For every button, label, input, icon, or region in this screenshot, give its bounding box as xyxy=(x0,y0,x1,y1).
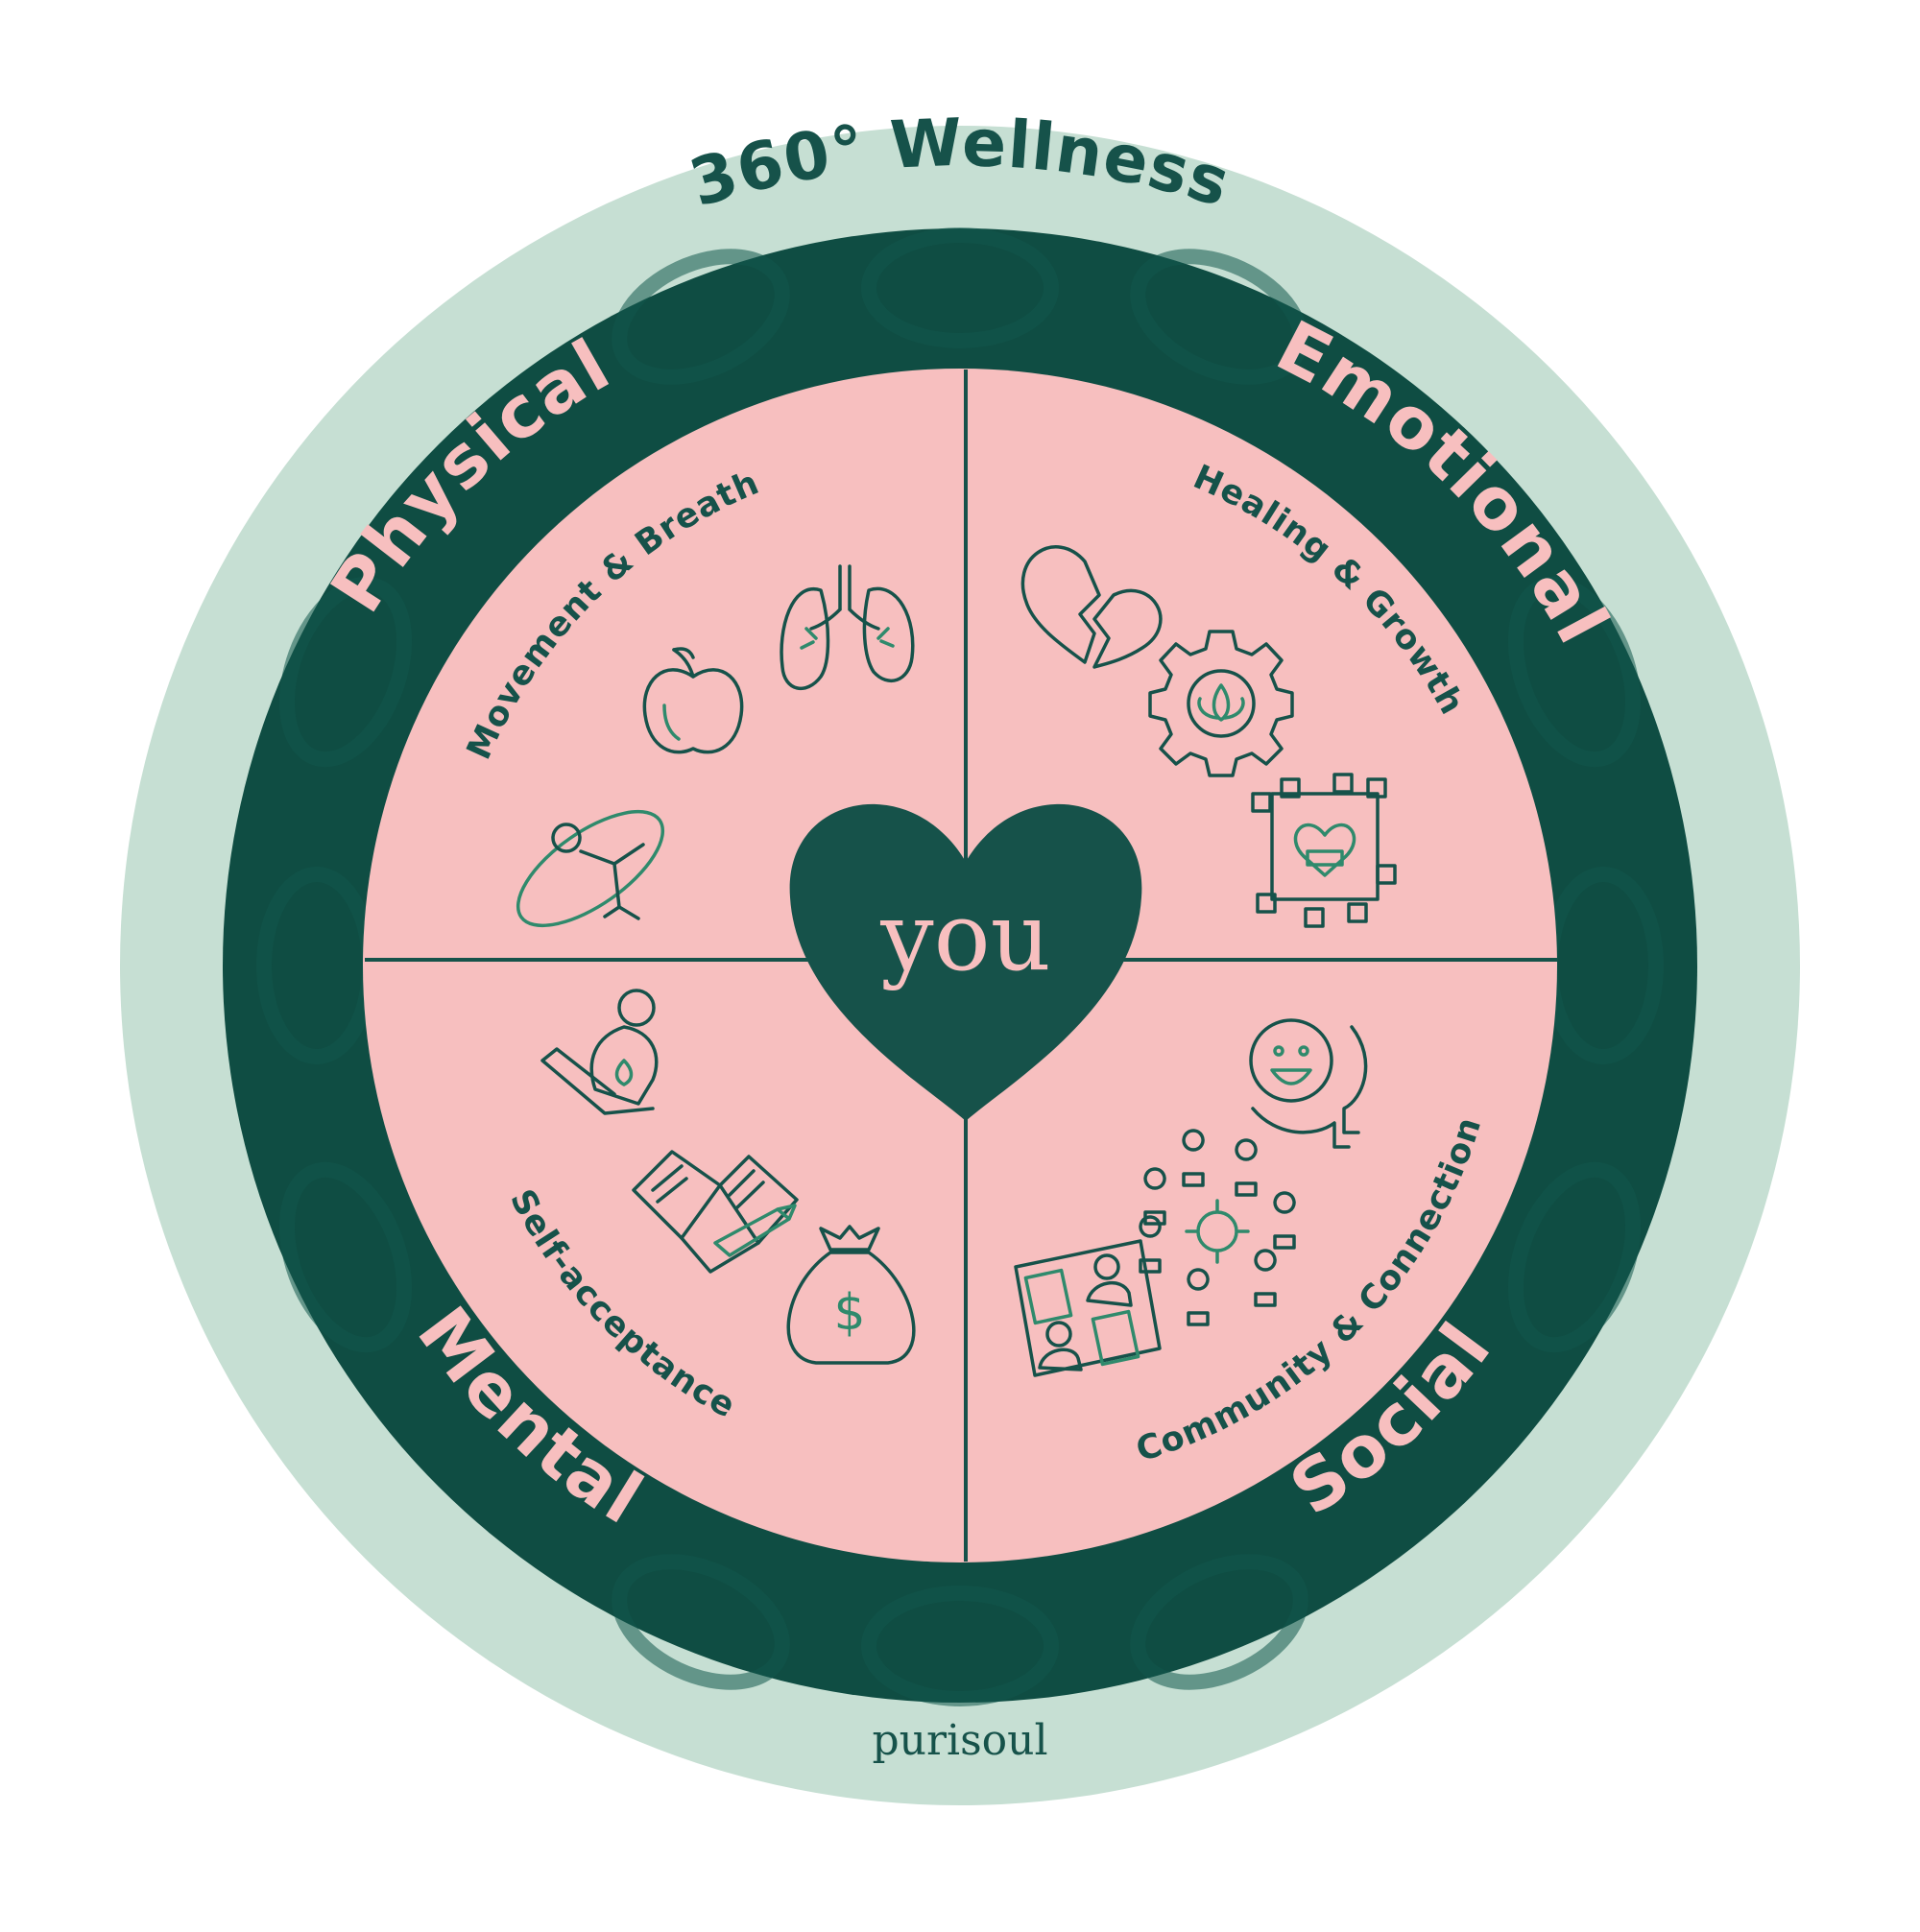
center-heart xyxy=(789,803,1142,1121)
meditation-icon xyxy=(540,989,659,1115)
community-heart-icon xyxy=(1251,773,1397,928)
hula-hoop-icon xyxy=(516,809,665,928)
brand-logo: purisoul xyxy=(872,1716,1047,1765)
center-label: you xyxy=(879,883,1050,992)
people-cards-icon xyxy=(1014,1239,1162,1377)
lungs-icon xyxy=(780,564,915,691)
smile-hands-icon xyxy=(1249,1018,1368,1149)
dollar-sign: $ xyxy=(833,1284,865,1342)
gear-lotus-icon xyxy=(1148,630,1294,777)
broken-heart-icon xyxy=(1020,545,1163,669)
apple-icon xyxy=(642,647,744,754)
journal-icon xyxy=(632,1150,799,1274)
money-bag-icon: $ xyxy=(786,1225,916,1365)
network-icon xyxy=(1139,1129,1296,1326)
